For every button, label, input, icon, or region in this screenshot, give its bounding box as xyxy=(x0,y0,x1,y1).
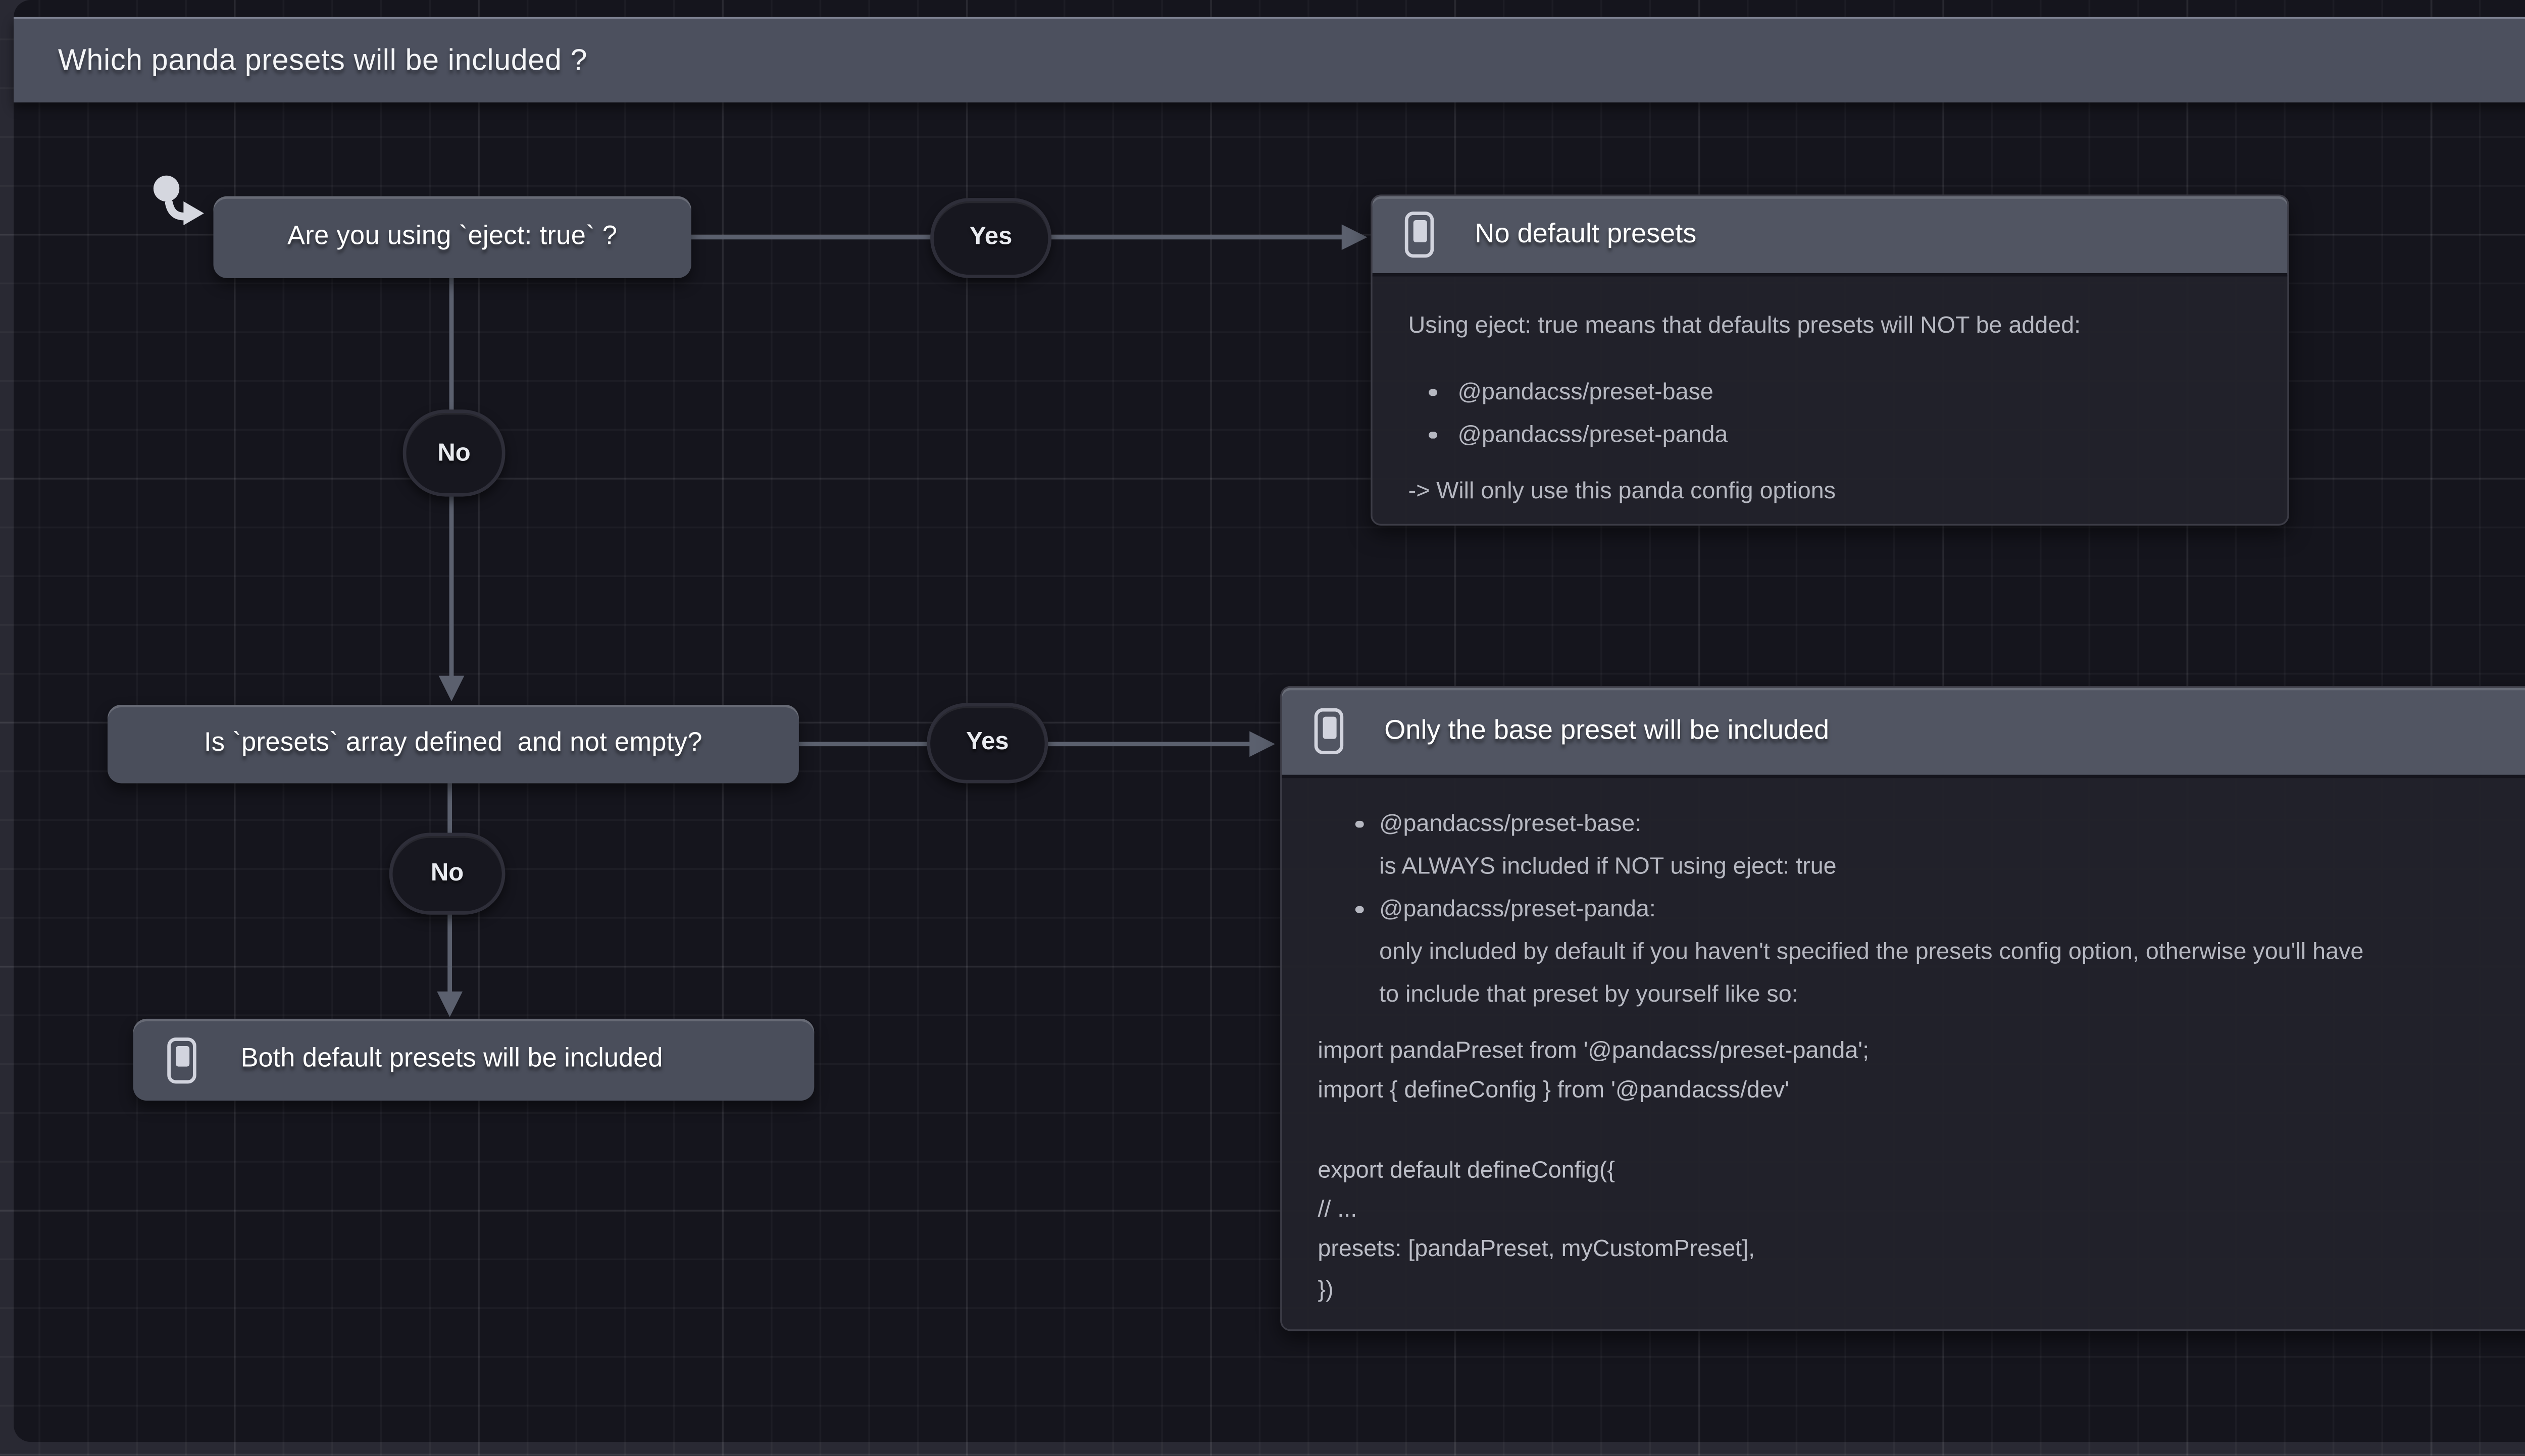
pill-label: Yes xyxy=(966,729,1009,756)
arrowhead-right-1 xyxy=(1341,224,1368,250)
panel-base-preset-only[interactable]: Only the base preset will be included @p… xyxy=(1280,686,2525,1331)
code-line: export default defineConfig({ xyxy=(1318,1157,1615,1183)
panel-header: No default presets xyxy=(1372,196,2288,277)
bullet-line: to include that preset by yourself like … xyxy=(1379,981,1798,1007)
preset-list: @pandacss/preset-base @pandacss/preset-p… xyxy=(1408,370,2253,455)
diagram-title-bar: Which panda presets will be included ? xyxy=(14,17,2525,102)
arrowhead-down-1 xyxy=(438,675,465,702)
bullet-line: only included by default if you haven't … xyxy=(1379,939,2364,964)
panel-title: Only the base preset will be included xyxy=(1384,715,1830,745)
frame-icon xyxy=(167,1036,196,1083)
bullet-head: @pandacss/preset-base: xyxy=(1379,810,1642,837)
edge-label-no-2[interactable]: No xyxy=(389,833,506,915)
panel-intro-text: Using eject: true means that defaults pr… xyxy=(1408,312,2081,338)
code-block: import pandaPreset from '@pandacss/prese… xyxy=(1318,1031,2525,1309)
code-line: import { defineConfig } from '@pandacss/… xyxy=(1318,1077,1790,1103)
node-label: Is `presets` array defined and not empty… xyxy=(204,729,702,758)
node-label: Both default presets will be included xyxy=(240,1044,663,1074)
list-item: @pandacss/preset-base xyxy=(1408,370,2253,413)
panel-body: @pandacss/preset-base: is ALWAYS include… xyxy=(1282,778,2525,1309)
code-line: presets: [pandaPreset, myCustomPreset], xyxy=(1318,1236,1755,1262)
pill-label: No xyxy=(437,439,471,467)
frame-icon xyxy=(1404,212,1434,258)
click-cursor-icon xyxy=(153,175,204,226)
list-item: @pandacss/preset-panda xyxy=(1408,413,2253,456)
edge-lines xyxy=(447,235,1354,1000)
code-line xyxy=(1318,1110,2525,1150)
edge-label-yes-2[interactable]: Yes xyxy=(927,702,1048,783)
code-line: import pandaPreset from '@pandacss/prese… xyxy=(1318,1037,1870,1063)
preset-detail-list: @pandacss/preset-base: is ALWAYS include… xyxy=(1318,802,2525,1016)
list-item: @pandacss/preset-base: is ALWAYS include… xyxy=(1318,802,2525,888)
edge-label-yes-1[interactable]: Yes xyxy=(930,197,1052,278)
arrowhead-down-2 xyxy=(437,991,463,1017)
diagram-title: Which panda presets will be included ? xyxy=(58,42,588,77)
edge-arrowheads xyxy=(437,224,1368,1017)
frame-icon xyxy=(1314,708,1344,755)
node-result-both-presets[interactable]: Both default presets will be included xyxy=(133,1018,815,1101)
bullet-head: @pandacss/preset-panda: xyxy=(1379,896,1656,922)
panel-header: Only the base preset will be included xyxy=(1282,688,2525,778)
pill-label: No xyxy=(430,860,464,888)
edge-label-no-1[interactable]: No xyxy=(402,409,506,497)
node-label: Are you using `eject: true` ? xyxy=(287,222,618,251)
list-item: @pandacss/preset-panda: only included by… xyxy=(1318,888,2525,1016)
code-line: }) xyxy=(1318,1276,1334,1302)
panel-title: No default presets xyxy=(1475,219,1697,248)
node-question-presets[interactable]: Is `presets` array defined and not empty… xyxy=(107,704,799,784)
panel-outro-text: -> Will only use this panda config optio… xyxy=(1408,478,1836,504)
node-question-eject[interactable]: Are you using `eject: true` ? xyxy=(213,196,691,278)
code-line: // ... xyxy=(1318,1197,1357,1222)
bullet-line: is ALWAYS included if NOT using eject: t… xyxy=(1379,853,1837,879)
panel-no-default-presets[interactable]: No default presets Using eject: true mea… xyxy=(1371,194,2289,526)
arrowhead-right-2 xyxy=(1249,731,1275,757)
pill-label: Yes xyxy=(969,223,1013,251)
panel-body: Using eject: true means that defaults pr… xyxy=(1373,277,2288,512)
